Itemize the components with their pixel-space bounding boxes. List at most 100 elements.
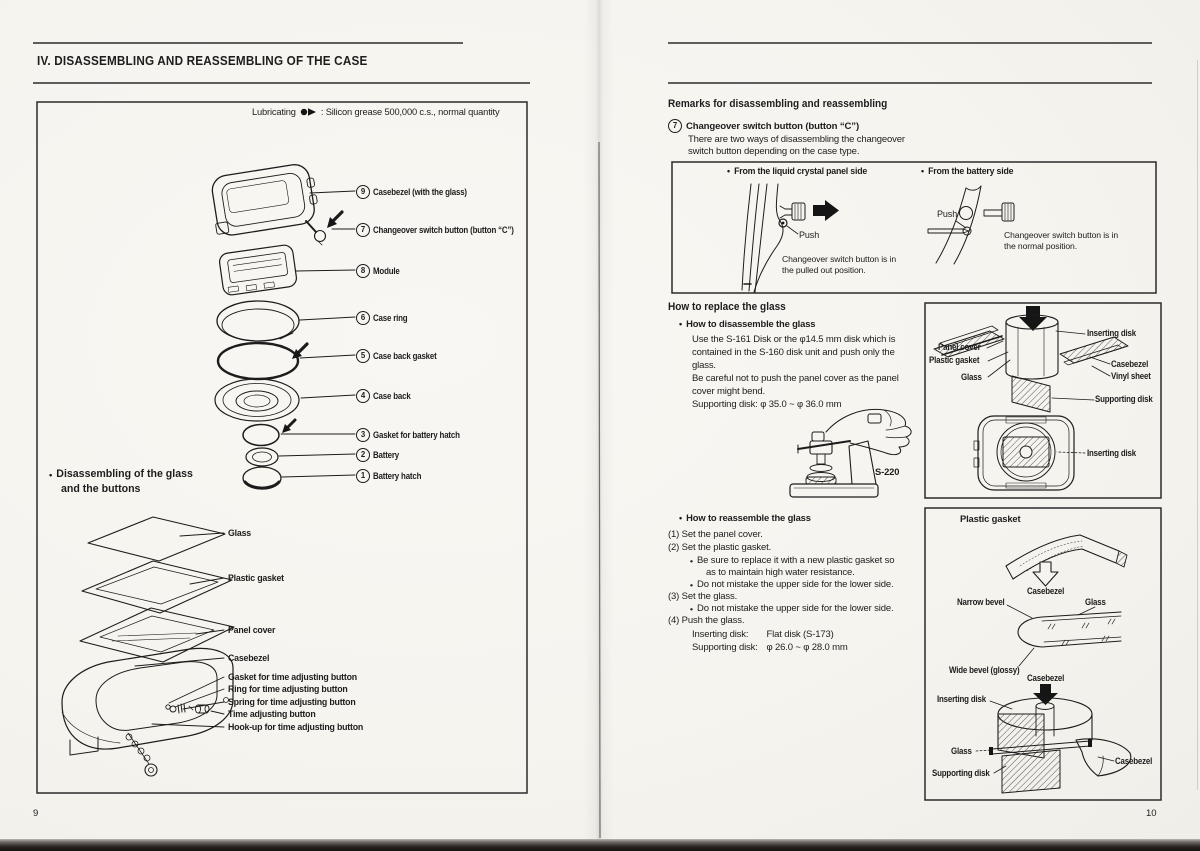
gutter-line: [598, 141, 601, 839]
casebezel-body-drawing: [61, 647, 234, 756]
figure-bottom-lower-leaders: [975, 700, 1115, 774]
step-4: (4) Push the glass.: [668, 615, 745, 626]
glass-section-heading-line1: • Disassembling of the glass: [49, 468, 193, 480]
fig-label-supporting-disk-lower: Supporting disk: [932, 768, 990, 778]
disassemble-line: Be careful not to push the panel cover a…: [692, 373, 899, 384]
exploded-label-battery-hatch-gasket: 3 Gasket for battery hatch: [356, 427, 469, 442]
lubricating-text: : Silicon grease 500,000 c.s., normal qu…: [320, 107, 500, 117]
remarks-heading: Remarks for disassembling and reassembli…: [668, 98, 888, 110]
fig-label-vinyl-sheet: Vinyl sheet: [1111, 371, 1151, 381]
glass-figure-box-top: [924, 302, 1162, 499]
casebezel-with-glass-drawing: [211, 164, 318, 236]
step-3-note: • Do not mistake the upper side for the …: [690, 603, 894, 614]
glass-reassembly-figure: [975, 534, 1132, 794]
hook-up-chain-drawing: [125, 732, 158, 777]
caption-right-2: the normal position.: [1004, 241, 1077, 251]
fig-label-glass: Glass: [961, 372, 982, 382]
battery-hatch-gasket-drawing: [242, 418, 297, 447]
fig-label-glass-upper: Glass: [1085, 597, 1106, 607]
bullet: •: [49, 468, 53, 480]
exploded-label-case-back: 4 Case back: [356, 388, 415, 403]
assembly-leader-lines: [134, 532, 225, 728]
fig-bottom-title: Plastic gasket: [960, 513, 1021, 524]
header-rules: [33, 42, 1152, 84]
s220-tool-label: S-220: [875, 466, 900, 477]
bullet: •: [690, 603, 693, 614]
battery-drawing: [245, 447, 279, 467]
figure-top-leaders: [986, 330, 1111, 454]
bullet: •: [679, 318, 683, 329]
fig-label-glass-lower: Glass: [951, 746, 972, 756]
circled-number-4: 4: [356, 388, 370, 403]
step-2-note-1: • Be sure to replace it with a new plast…: [690, 555, 895, 566]
panel-side-title: • From the liquid crystal panel side: [727, 166, 868, 176]
disassemble-line: Supporting disk: φ 35.0 ~ φ 36.0 mm: [692, 399, 842, 410]
label-casebezel: Casebezel: [228, 653, 270, 663]
case-back-gasket-drawing: [216, 341, 309, 381]
exploded-label-battery-hatch: 1 Battery hatch: [356, 468, 427, 483]
circled-number-5: 5: [356, 348, 370, 363]
label-glass: Glass: [228, 528, 251, 538]
bullet: •: [690, 579, 693, 590]
fig-label-inserting-disk-top: Inserting disk: [1087, 328, 1136, 338]
supporting-disk-spec: Supporting disk: φ 26.0 ~ φ 28.0 mm: [692, 642, 848, 653]
glass-buttons-diagram: [61, 516, 235, 777]
caption-right-1: Changeover switch button is in: [1004, 230, 1119, 240]
push-label-left: Push: [799, 230, 820, 240]
step-1: (1) Set the panel cover.: [668, 529, 763, 540]
scan-bottom-band: [0, 839, 1200, 851]
bullet: •: [921, 166, 925, 176]
lubricating-label: Lubricating: [252, 107, 296, 117]
figure-bottom-upper-leaders: [1006, 604, 1096, 667]
battery-side-figure: [927, 185, 1015, 265]
step-2-note-1b: as to maintain high water resistance.: [706, 567, 855, 578]
watch-top-view: [973, 415, 1075, 491]
remarks-body-line1: There are two ways of disassembling the …: [688, 134, 905, 145]
fig-label-inserting-disk-bottom: Inserting disk: [1087, 448, 1136, 458]
battery-side-title: • From the battery side: [921, 166, 1014, 176]
page-number-left: 9: [33, 808, 39, 819]
press-arrow-2: [1033, 684, 1058, 705]
fig-label-casebezel-mid: Casebezel: [1027, 673, 1065, 683]
down-arrow-outline: [1032, 561, 1059, 587]
label-plastic-gasket: Plastic gasket: [228, 573, 284, 583]
bullet: •: [727, 166, 731, 176]
circled-number-9: 9: [356, 184, 370, 199]
fig-label-narrow-bevel: Narrow bevel: [957, 597, 1005, 607]
remarks-body-line2: switch button depending on the case type…: [688, 146, 860, 157]
page-title: IV. DISASSEMBLING AND REASSEMBLING OF TH…: [37, 54, 368, 68]
frames: [36, 101, 1162, 801]
circled-number-3: 3: [356, 427, 370, 442]
inserting-disk-spec: Inserting disk: Flat disk (S-173): [692, 629, 834, 640]
label-spring-time-button: Spring for time adjusting button: [228, 697, 356, 707]
label-panel-cover: Panel cover: [228, 625, 276, 635]
exploded-label-casebezel: 9 Casebezel (with the glass): [356, 184, 477, 199]
hand-drawing: [825, 408, 912, 456]
changeover-switch-button-drawing: [305, 210, 344, 246]
lubricating-note: Lubricating : Silicon grease 500,000 c.s…: [252, 107, 500, 117]
disassemble-line: contained in the S-160 disk unit and pus…: [692, 347, 895, 358]
bullet: •: [679, 512, 683, 523]
exploded-label-module: 8 Module: [356, 263, 403, 278]
label-time-button: Time adjusting button: [228, 709, 316, 719]
plastic-gasket-strip: [1005, 534, 1128, 580]
exploded-label-case-ring: 6 Case ring: [356, 310, 411, 325]
glass-section-heading-line2: and the buttons: [61, 483, 141, 495]
bullet: •: [690, 555, 693, 566]
book-gutter-shadow: [584, 0, 614, 851]
label-ring-time-button: Ring for time adjusting button: [228, 684, 348, 694]
fig-label-casebezel-lower: Casebezel: [1115, 756, 1153, 766]
step-2: (2) Set the plastic gasket.: [668, 542, 772, 553]
circled-number-8: 8: [356, 263, 370, 278]
module-drawing: [219, 244, 297, 296]
exploded-leader-lines: [278, 190, 356, 478]
panel-cover-drawing: [79, 607, 235, 663]
remarks-item-title: 7 Changeover switch button (button “C”): [668, 119, 859, 133]
fig-label-casebezel: Casebezel: [1111, 359, 1149, 369]
replace-glass-heading: How to replace the glass: [668, 301, 786, 313]
caption-left-2: the pulled out position.: [782, 265, 866, 275]
exploded-label-battery: 2 Battery: [356, 447, 402, 462]
page-edge-line: [1197, 60, 1198, 790]
case-back-drawing: [214, 378, 300, 422]
